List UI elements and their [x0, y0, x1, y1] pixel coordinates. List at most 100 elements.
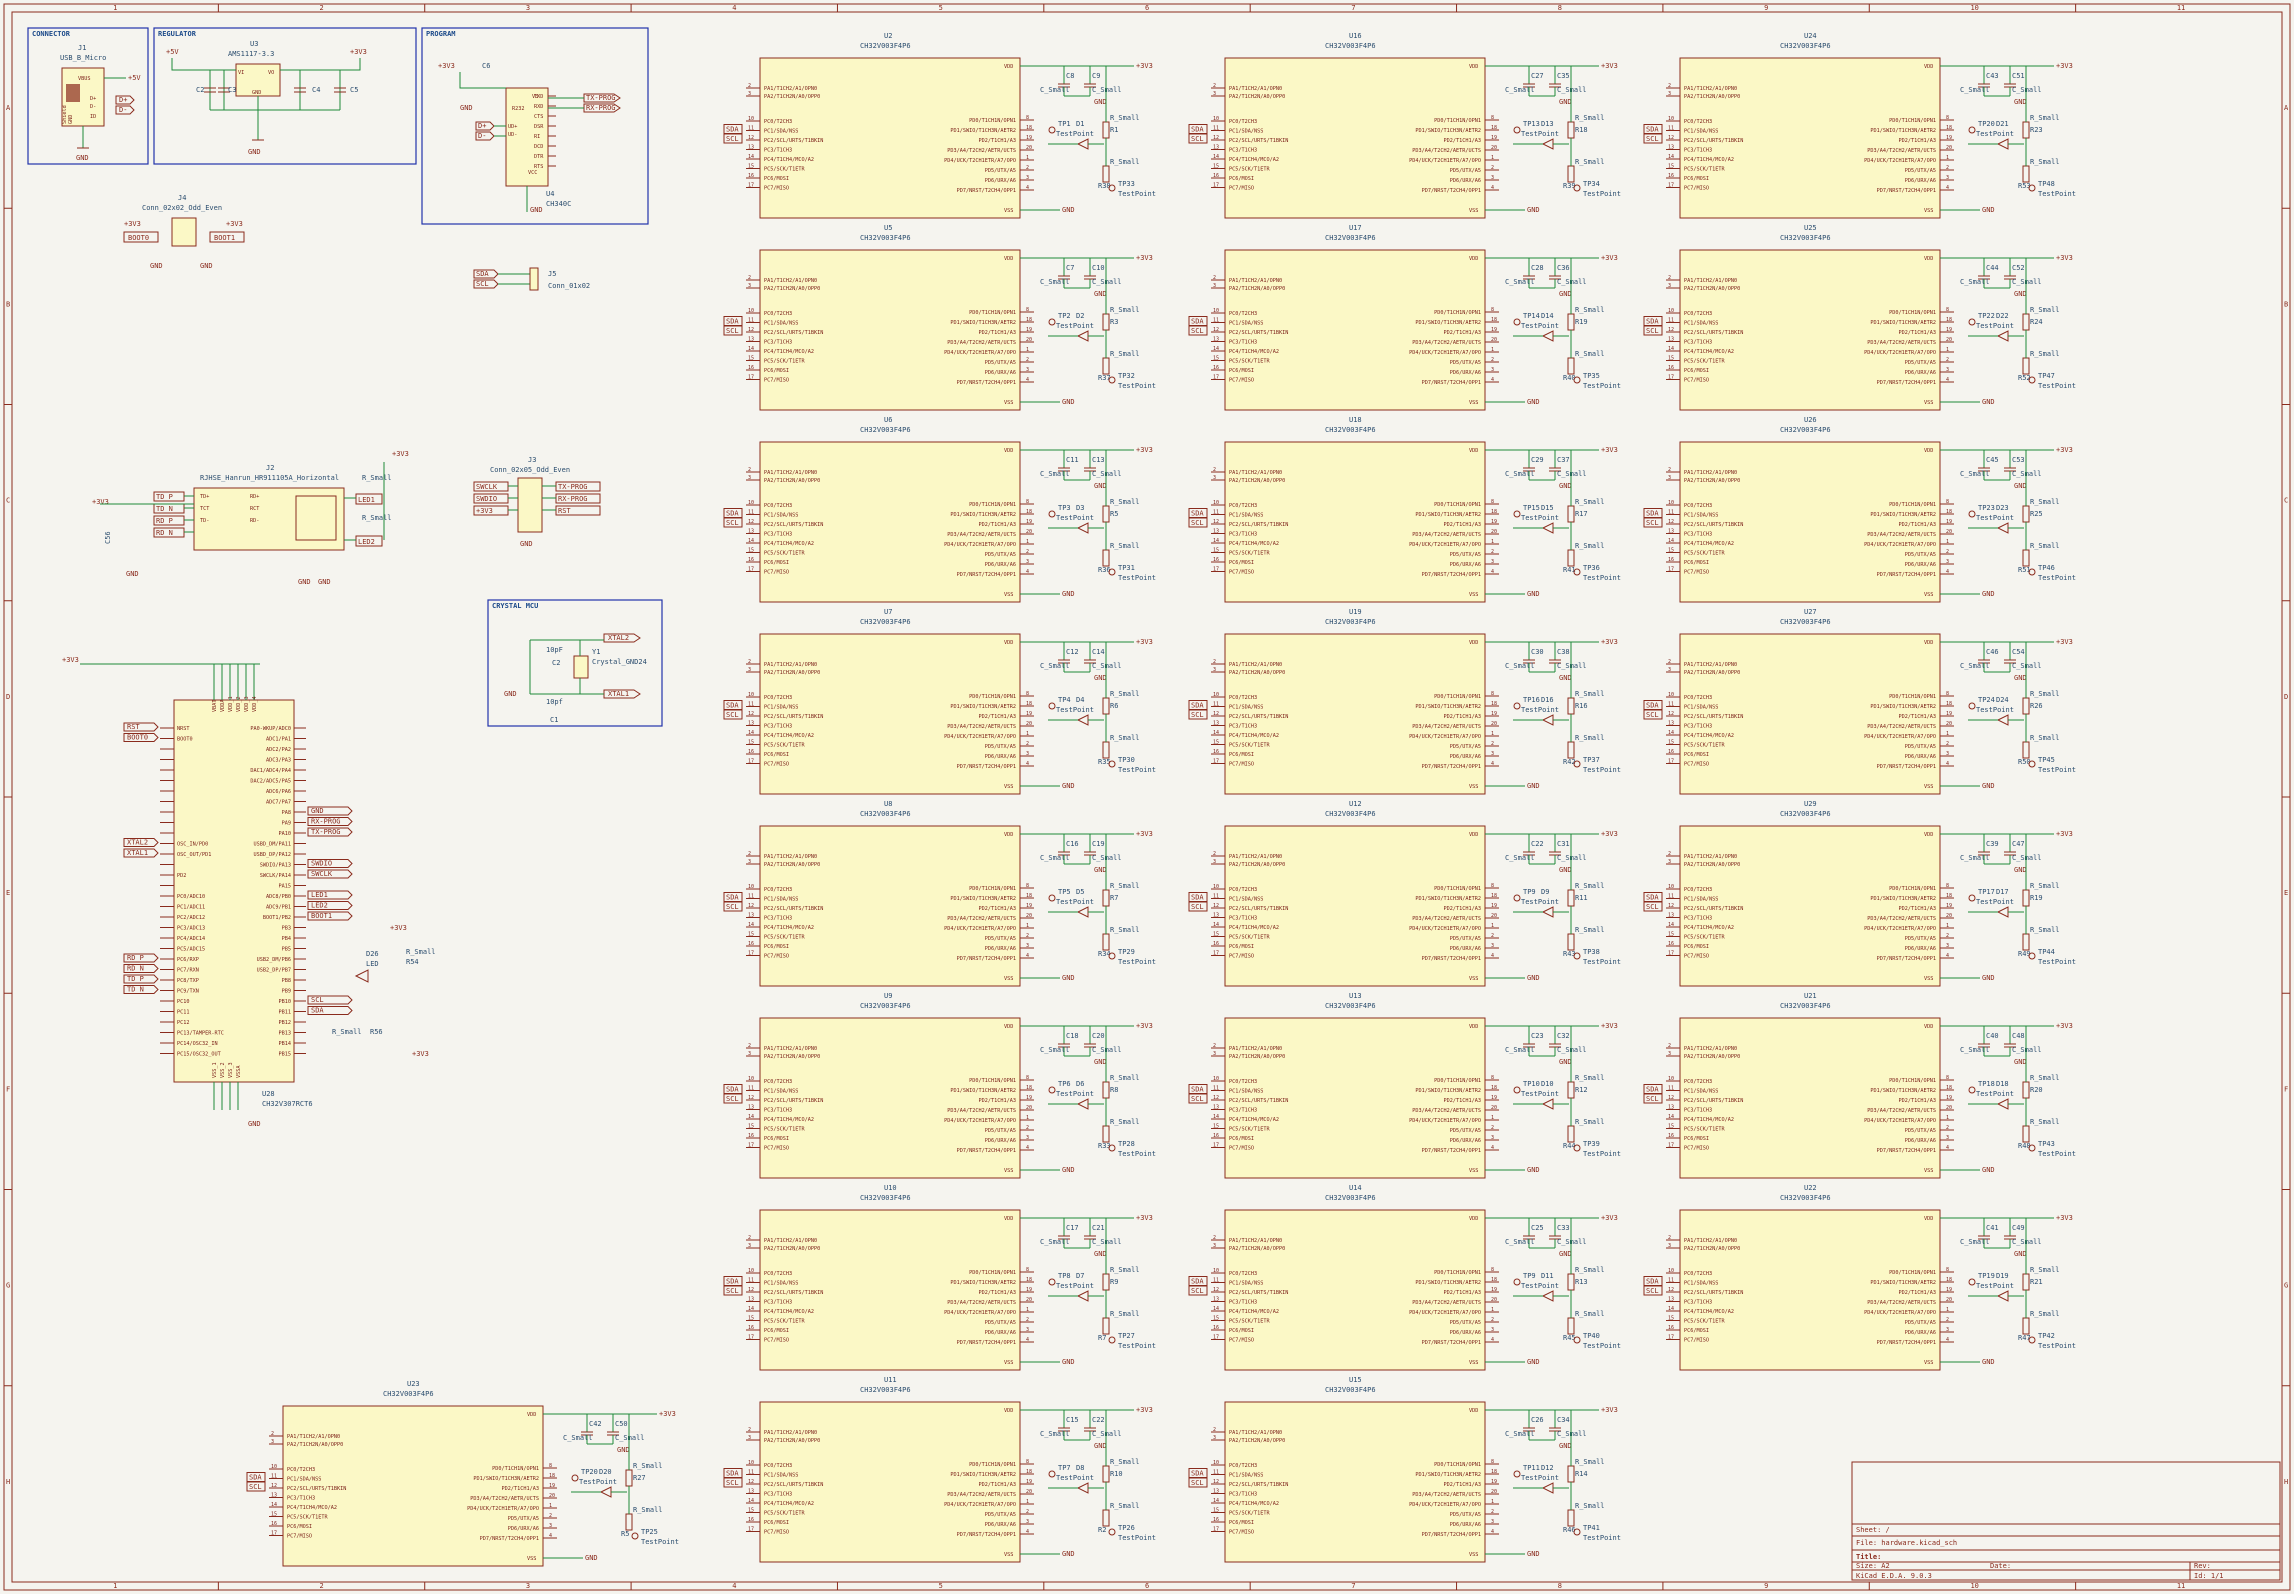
slave-11-d: D16 [1541, 696, 1554, 704]
slave-16-scl: SCL [1646, 135, 1659, 143]
slave-3-r2-val: R_Small [1110, 734, 1140, 742]
slave-6-rnum-5: 2 [1026, 1317, 1029, 1323]
slave-16-rnum-3: 20 [1946, 145, 1952, 151]
slave-20-rnum-3: 20 [1946, 913, 1952, 919]
slave-11-c2-val: C_Small [1557, 662, 1587, 670]
slave-vss-13: VSS [1469, 1168, 1478, 1174]
mcu-right-pin-30: PB14 [279, 1041, 292, 1047]
slave-14-lnum-5: 13 [1213, 1297, 1219, 1303]
tb-date: Date: [1990, 1562, 2011, 1570]
slave-10-lpin-2: PC0/T2CH3 [1229, 503, 1257, 509]
slave-17-gnd: GND [1982, 398, 1995, 406]
slave-2-sda: SDA [726, 510, 739, 518]
slave-8-rpin-5: PD5/UTX/A5 [1450, 168, 1481, 174]
slave-4-lnum-4: 12 [748, 903, 754, 909]
slave-6-lnum-6: 14 [748, 1306, 754, 1312]
j5-net-sda: SDA [476, 270, 489, 278]
slave-1-c1-val: C_Small [1040, 278, 1070, 286]
slave-2-rpin-0: PD0/T1CH1N/OPN1 [969, 502, 1016, 508]
slave-14-lpin-4: PC2/SCL/URTS/T1BKIN [1229, 1290, 1288, 1296]
slave-1-r2: R37 [1098, 374, 1111, 382]
slave-16-lnum-7: 15 [1668, 164, 1674, 170]
slave-20-rpin-0: PD0/T1CH1N/OPN1 [1889, 886, 1936, 892]
slave-23-lpin-2: PC0/T2CH3 [287, 1467, 315, 1473]
slave-12-r: R11 [1575, 894, 1588, 902]
slave-15-3v3: +3V3 [1601, 1406, 1618, 1414]
slave-mcu-U13: U13CH32V003F4P6VDDVSSPA1/T1CH2/A1/OPN02P… [1188, 992, 1621, 1179]
slave-15-rpin-2: PD2/T1CH1/A3 [1444, 1482, 1481, 1488]
slave-1-lnum-7: 15 [748, 356, 754, 362]
slave-3-lpin-6: PC4/T1CH4/MCO/A2 [764, 733, 814, 739]
slave-3-rnum-1: 18 [1026, 701, 1032, 707]
slave-4-rpin-4: PD4/UCK/T2CH1ETR/A7/OPO [944, 926, 1016, 932]
slave-22-lpin-1: PA2/T1CH2N/A0/OPP0 [1684, 1246, 1740, 1252]
slave-1-lpin-1: PA2/T1CH2N/A0/OPP0 [764, 286, 820, 292]
slave-3-tp-val: TestPoint [1056, 706, 1094, 714]
slave-9-lnum-4: 12 [1213, 327, 1219, 333]
u4-lpin-3: UD- [508, 132, 517, 138]
mcu-right-pin-3: ADC3/PA3 [266, 758, 291, 764]
slave-17-r2: R52 [2018, 374, 2031, 382]
slave-13-rpin-1: PD1/SWIO/T1CH3N/AETR2 [1415, 1088, 1481, 1094]
slave-10-lpin-1: PA2/T1CH2N/A0/OPP0 [1229, 478, 1285, 484]
slave-2-c2: C13 [1092, 456, 1105, 464]
slave-21-rpin-0: PD0/T1CH1N/OPN1 [1889, 1078, 1936, 1084]
slave-9-r: R19 [1575, 318, 1588, 326]
slave-8-3v3: +3V3 [1601, 62, 1618, 70]
slave-0-lnum-1: 3 [748, 91, 751, 97]
slave-11-lnum-5: 13 [1213, 721, 1219, 727]
slave-12-lpin-2: PC0/T2CH3 [1229, 887, 1257, 893]
mcu-r-led-ref: R54 [406, 958, 419, 966]
slave-20-d: D17 [1996, 888, 2009, 896]
slave-23-gnd: GND [585, 1554, 598, 1562]
tb-tool: KiCad E.D.A. 9.0.3 [1856, 1572, 1932, 1580]
slave-16-c2: C51 [2012, 72, 2025, 80]
slave-19-3v3: +3V3 [2056, 638, 2073, 646]
slave-0-rnum-7: 4 [1026, 185, 1029, 191]
slave-2-3v3: +3V3 [1136, 446, 1153, 454]
mcu-left-net-0: RST [127, 723, 140, 731]
slave-13-rpin-6: PD6/URX/A6 [1450, 1138, 1481, 1144]
j2-inner-0: TD+ [200, 494, 209, 500]
slave-7-tp2-val: TestPoint [1118, 1534, 1156, 1542]
slave-0-rpin-7: PD7/NRST/T2CH4/OPP1 [957, 188, 1016, 194]
slave-20-lnum-2: 10 [1668, 884, 1674, 890]
slave-8-c2: C35 [1557, 72, 1570, 80]
slave-11-lpin-8: PC6/MOSI [1229, 752, 1254, 758]
slave-9-lpin-3: PC1/SDA/NSS [1229, 321, 1263, 327]
slave-0-rnum-0: 8 [1026, 115, 1029, 121]
slave-value-11: CH32V003F4P6 [1325, 618, 1376, 626]
slave-12-3v3: +3V3 [1601, 830, 1618, 838]
slave-0-rnum-5: 2 [1026, 165, 1029, 171]
slave-2-rnum-5: 2 [1026, 549, 1029, 555]
slave-9-r2: R40 [1563, 374, 1576, 382]
row-marker-right-E: E [2284, 889, 2288, 897]
slave-16-c1-val: C_Small [1960, 86, 1990, 94]
slave-15-rnum-4: 1 [1491, 1499, 1494, 1505]
slave-value-20: CH32V003F4P6 [1780, 810, 1831, 818]
slave-5-rpin-3: PD3/A4/T2CH2/AETR/UCTS [947, 1108, 1016, 1114]
slave-9-gnd: GND [1527, 398, 1540, 406]
slave-2-lnum-1: 3 [748, 475, 751, 481]
j3-left-1: SWDIO [476, 495, 497, 503]
slave-21-rnum-4: 1 [1946, 1115, 1949, 1121]
slave-10-r2-val: R_Small [1575, 542, 1605, 550]
slave-20-3v3: +3V3 [2056, 830, 2073, 838]
slave-5-lnum-1: 3 [748, 1051, 751, 1057]
slave-0-lpin-8: PC6/MOSI [764, 176, 789, 182]
slave-10-lnum-2: 10 [1213, 500, 1219, 506]
u4-dp-net: D+ [478, 122, 486, 130]
slave-7-rpin-1: PD1/SWIO/T1CH3N/AETR2 [950, 1472, 1016, 1478]
slave-mcu-U12: U12CH32V003F4P6VDDVSSPA1/T1CH2/A1/OPN02P… [1188, 800, 1621, 987]
u3-vo: VO [268, 70, 274, 76]
slave-vdd-6: VDD [1004, 1216, 1013, 1222]
slave-0-lnum-9: 17 [748, 183, 754, 189]
slave-1-lpin-3: PC1/SDA/NSS [764, 321, 798, 327]
slave-17-r: R24 [2030, 318, 2043, 326]
slave-1-rnum-4: 1 [1026, 347, 1029, 353]
slave-11-tp2: TP37 [1583, 756, 1600, 764]
slave-15-d: D12 [1541, 1464, 1554, 1472]
slave-4-tp2: TP29 [1118, 948, 1135, 956]
u3-ref: U3 [250, 40, 258, 48]
slave-2-rnum-7: 4 [1026, 569, 1029, 575]
